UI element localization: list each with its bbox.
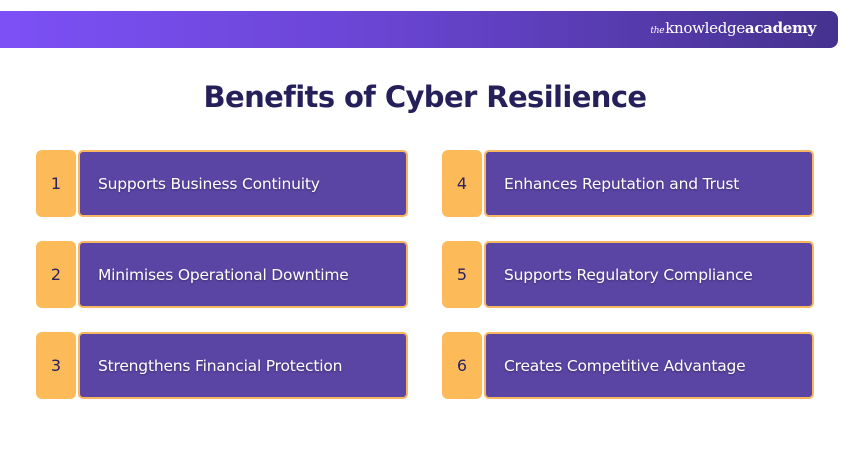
benefit-label: Supports Regulatory Compliance (484, 241, 814, 308)
benefit-number: 4 (442, 150, 482, 217)
benefit-label: Creates Competitive Advantage (484, 332, 814, 399)
page-title: Benefits of Cyber Resilience (203, 80, 648, 114)
logo-middle: knowledge (665, 19, 745, 37)
benefit-number: 3 (36, 332, 76, 399)
logo-prefix: the (650, 26, 665, 36)
benefit-label: Supports Business Continuity (78, 150, 408, 217)
logo-suffix: academy (744, 19, 816, 37)
header-banner: theknowledgeacademy (0, 11, 838, 48)
benefit-label: Enhances Reputation and Trust (484, 150, 814, 217)
brand-logo: theknowledgeacademy (650, 19, 816, 37)
benefit-number: 2 (36, 241, 76, 308)
benefit-number: 6 (442, 332, 482, 399)
benefit-number: 5 (442, 241, 482, 308)
benefit-number: 1 (36, 150, 76, 217)
benefit-label: Minimises Operational Downtime (78, 241, 408, 308)
benefit-label: Strengthens Financial Protection (78, 332, 408, 399)
